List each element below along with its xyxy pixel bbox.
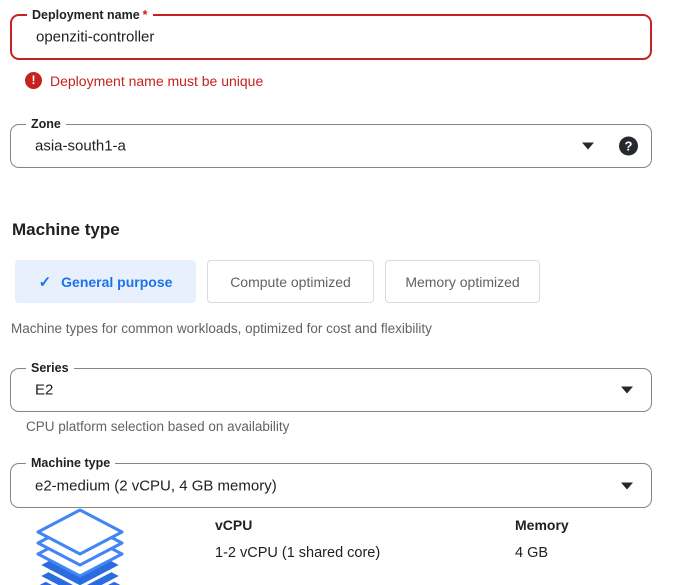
tab-compute-optimized[interactable]: Compute optimized — [207, 260, 374, 303]
spec-column-memory: Memory 4 GB — [515, 517, 569, 561]
deployment-name-label: Deployment name* — [27, 7, 153, 24]
machine-type-select-field[interactable]: Machine type e2-medium (2 vCPU, 4 GB mem… — [10, 455, 652, 508]
chevron-down-icon[interactable] — [582, 142, 594, 150]
tab-compute-optimized-label: Compute optimized — [230, 273, 351, 290]
spec-column-vcpu: vCPU 1-2 vCPU (1 shared core) — [215, 517, 380, 561]
vcpu-header: vCPU — [215, 517, 253, 533]
tab-general-purpose[interactable]: ✓ General purpose — [15, 260, 196, 303]
tab-general-purpose-label: General purpose — [61, 273, 173, 290]
series-label: Series — [26, 360, 74, 377]
memory-value: 4 GB — [515, 545, 549, 561]
machine-type-heading: Machine type — [12, 220, 120, 239]
tab-memory-optimized-label: Memory optimized — [405, 273, 520, 290]
deployment-name-input[interactable]: openziti-controller — [36, 28, 155, 46]
series-select-field[interactable]: Series E2 — [10, 360, 652, 412]
zone-select-field[interactable]: Zone asia-south1-a ? — [10, 116, 652, 168]
deployment-name-error: ! Deployment name must be unique — [25, 72, 263, 89]
machine-type-selected-value[interactable]: e2-medium (2 vCPU, 4 GB memory) — [35, 477, 277, 494]
machine-type-label: Machine type — [26, 455, 116, 472]
vcpu-value: 1-2 vCPU (1 shared core) — [215, 545, 381, 561]
error-icon: ! — [25, 72, 42, 89]
error-message-text: Deployment name must be unique — [50, 72, 264, 89]
deployment-name-label-text: Deployment name — [32, 8, 140, 22]
zone-label: Zone — [26, 116, 66, 133]
machine-family-tabs: ✓ General purpose Compute optimized Memo… — [15, 260, 540, 303]
tab-memory-optimized[interactable]: Memory optimized — [385, 260, 540, 303]
series-helper-text: CPU platform selection based on availabi… — [26, 419, 290, 434]
checkmark-icon: ✓ — [38, 273, 52, 291]
chevron-down-icon[interactable] — [621, 482, 633, 489]
stacked-layers-icon — [36, 508, 124, 585]
deployment-name-field[interactable]: Deployment name* openziti-controller — [10, 7, 652, 60]
required-asterisk: * — [142, 8, 148, 22]
series-selected-value[interactable]: E2 — [35, 381, 54, 399]
chevron-down-icon[interactable] — [621, 386, 633, 394]
zone-selected-value[interactable]: asia-south1-a — [35, 137, 126, 155]
machine-type-description: Machine types for common workloads, opti… — [11, 321, 432, 336]
memory-header: Memory — [515, 517, 569, 533]
help-icon[interactable]: ? — [619, 136, 638, 156]
